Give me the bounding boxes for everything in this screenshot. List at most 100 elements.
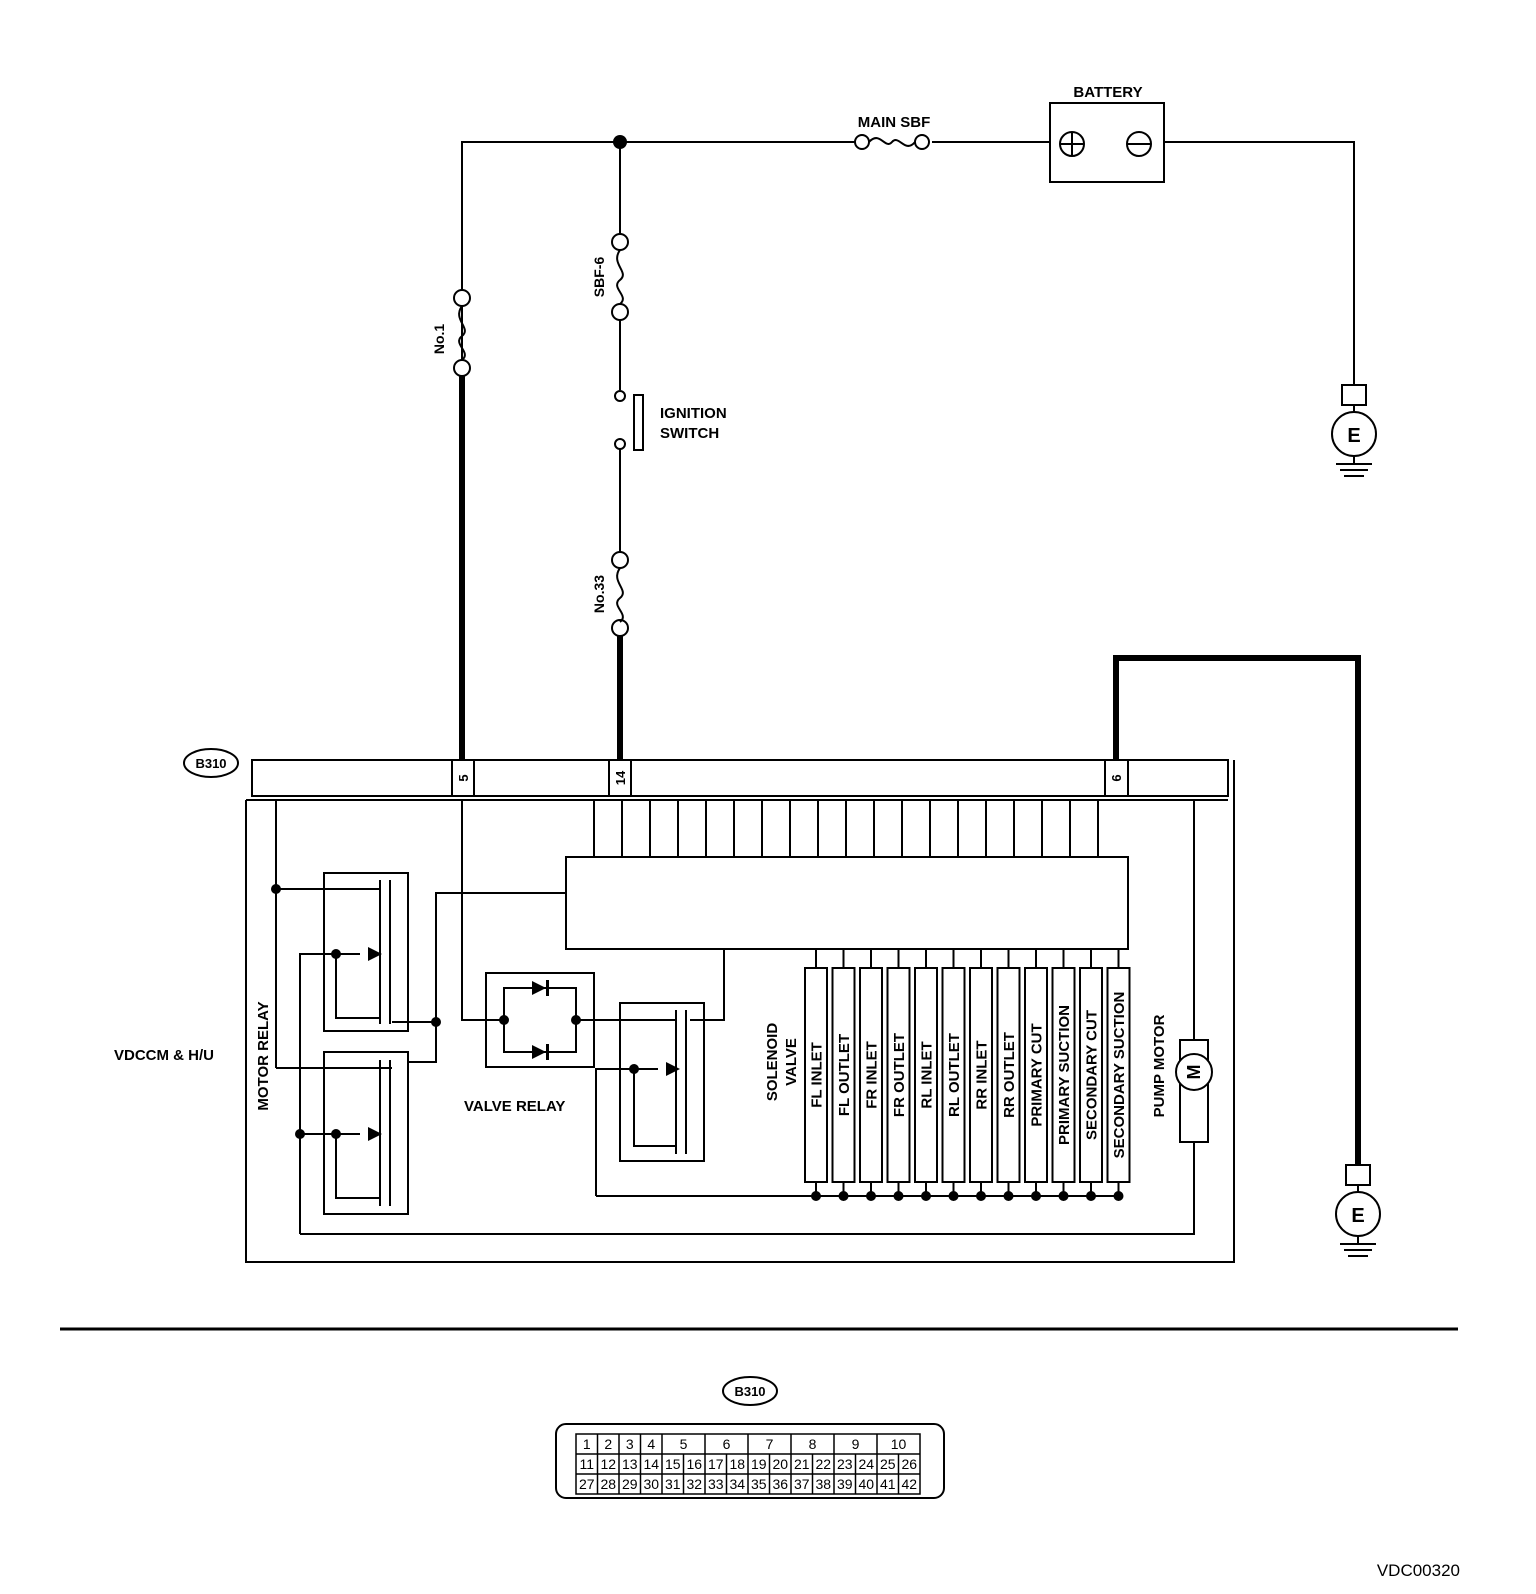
junction-dot — [629, 1064, 639, 1074]
solenoid-label: RR OUTLET — [1001, 1032, 1018, 1118]
ground-symbol-1 — [1331, 384, 1377, 477]
face-pin-label: 14 — [643, 1456, 659, 1472]
junction-dot — [1031, 1191, 1041, 1201]
solenoid-label: SECONDARY CUT — [1084, 1010, 1101, 1140]
ignition-switch — [614, 390, 644, 552]
face-pin-label: 41 — [880, 1476, 896, 1492]
face-pin-label: 24 — [858, 1456, 874, 1472]
motor-m-label: M — [1184, 1065, 1204, 1080]
face-pin-label: 13 — [622, 1456, 638, 1472]
heavy-wire-pin6-ground — [1113, 655, 1361, 1166]
junction-dot — [271, 884, 281, 894]
solenoid-label: FL INLET — [809, 1042, 826, 1108]
face-pin-label: 22 — [815, 1456, 831, 1472]
face-pin-label: 32 — [686, 1476, 702, 1492]
junction-dot — [948, 1191, 959, 1201]
face-pin-label: 20 — [772, 1456, 788, 1472]
face-pin-label: 37 — [794, 1476, 810, 1492]
face-pin-label: 2 — [604, 1436, 612, 1452]
junction-dot — [838, 1191, 849, 1201]
face-pin-label: 29 — [622, 1476, 638, 1492]
sbf6-fuse — [611, 142, 629, 390]
no33-label: No.33 — [591, 575, 607, 613]
b310-face-label: B310 — [734, 1384, 765, 1399]
junction-dot — [1003, 1191, 1014, 1201]
pin-5-label: 5 — [456, 774, 471, 781]
junction-dot — [976, 1191, 986, 1201]
diode-top-icon — [532, 981, 546, 995]
junction-dot — [331, 949, 341, 959]
face-pin-label: 3 — [626, 1436, 634, 1452]
solenoid-label: PRIMARY SUCTION — [1056, 1005, 1073, 1145]
face-pin-label: 39 — [837, 1476, 853, 1492]
control-block — [565, 856, 1129, 950]
face-pin-label: 28 — [600, 1476, 616, 1492]
junction-dot — [893, 1191, 904, 1201]
junction-dot — [1058, 1191, 1069, 1201]
b310-label: B310 — [195, 756, 226, 771]
face-pin-label: 4 — [647, 1436, 655, 1452]
junction-dot — [1086, 1191, 1096, 1201]
valve-relay-contact-arrow — [666, 1062, 680, 1076]
motor-relay-1-contact-arrow — [368, 947, 382, 961]
junction-dot — [921, 1191, 931, 1201]
valve-relay-label: VALVE RELAY — [464, 1098, 565, 1115]
face-pin-label: 34 — [729, 1476, 745, 1492]
motor-relay-box-1 — [323, 872, 409, 1032]
face-pin-label: 17 — [708, 1456, 724, 1472]
face-pin-label: 23 — [837, 1456, 853, 1472]
face-pin-label: 11 — [579, 1456, 594, 1472]
no1-fuse — [453, 289, 471, 377]
ground-label-2: E — [1351, 1205, 1364, 1227]
junction-dot — [866, 1191, 876, 1201]
ground-label-1: E — [1347, 425, 1360, 447]
face-pin-label: 18 — [729, 1456, 745, 1472]
diode-bottom-icon — [532, 1045, 546, 1059]
face-pin-label: 21 — [794, 1456, 810, 1472]
face-pin-label: 26 — [901, 1456, 917, 1472]
junction-dot — [499, 1015, 509, 1025]
solenoid-label: RR INLET — [974, 1040, 991, 1109]
face-pin-label: 7 — [766, 1436, 774, 1452]
junction-dot — [571, 1015, 581, 1025]
b310-badge — [183, 748, 239, 778]
solenoid-label: RL OUTLET — [946, 1033, 963, 1117]
pump-motor-label: PUMP MOTOR — [1151, 1014, 1168, 1117]
pump-motor — [1175, 1039, 1213, 1143]
face-pin-label: 25 — [880, 1456, 896, 1472]
solenoid-label: SECONDARY SUCTION — [1111, 992, 1128, 1159]
connector-face-outline — [555, 1423, 945, 1499]
junction-dot — [811, 1191, 821, 1201]
face-pin-label: 10 — [891, 1436, 907, 1452]
motor-relay-label: MOTOR RELAY — [255, 1001, 272, 1110]
b310-face-badge — [722, 1376, 778, 1406]
face-pin-label: 31 — [665, 1476, 681, 1492]
face-pin-label: 33 — [708, 1476, 724, 1492]
solenoid-label: PRIMARY CUT — [1029, 1023, 1046, 1126]
face-pin-label: 40 — [858, 1476, 874, 1492]
face-pin-label: 1 — [583, 1436, 591, 1452]
face-pin-label: 12 — [600, 1456, 616, 1472]
ground-symbol-2 — [1335, 1164, 1381, 1257]
solenoid-label: FL OUTLET — [836, 1034, 853, 1116]
junction-dot — [295, 1129, 305, 1139]
solenoid-label: RL INLET — [919, 1041, 936, 1108]
face-pin-label: 8 — [809, 1436, 817, 1452]
no1-feed-wire — [461, 141, 852, 720]
solenoid-label: FR INLET — [864, 1041, 881, 1109]
module-outline — [245, 760, 1235, 1263]
face-pin-label: 6 — [723, 1436, 731, 1452]
solenoid-label-2: VALVE — [783, 1038, 800, 1086]
ignition-label-2: SWITCH — [660, 425, 719, 442]
battery-label: BATTERY — [1073, 84, 1142, 101]
motor-relay-2-contact-arrow — [368, 1127, 382, 1141]
diode-top-bar — [546, 980, 549, 996]
junction-dot-bus — [613, 135, 627, 149]
main-sbf-label: MAIN SBF — [858, 114, 931, 131]
face-pin-label: 42 — [901, 1476, 917, 1492]
junction-dot — [431, 1017, 441, 1027]
pin-6-label: 6 — [1109, 774, 1124, 781]
battery-symbol — [1049, 102, 1165, 183]
solenoid-label: FR OUTLET — [891, 1033, 908, 1117]
